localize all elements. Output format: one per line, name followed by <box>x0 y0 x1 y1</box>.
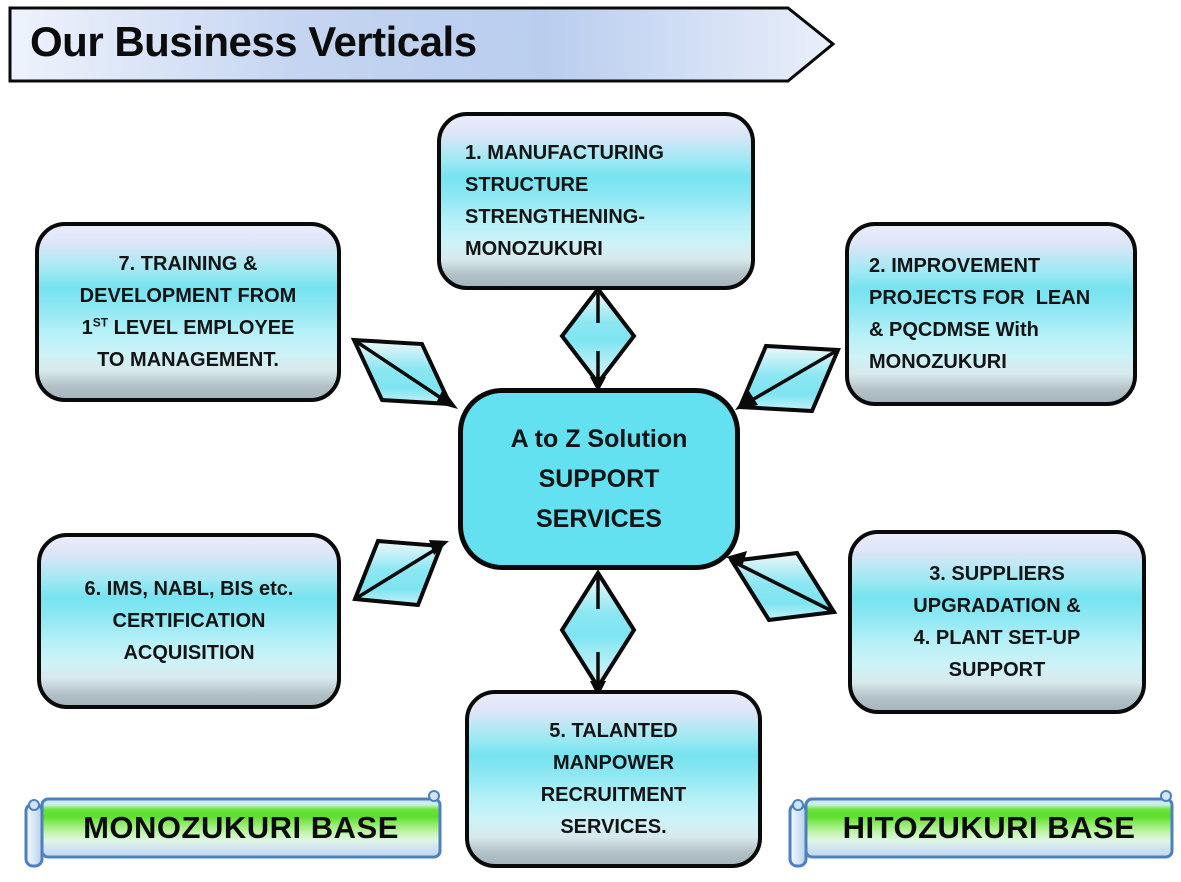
connector-bottom <box>559 569 637 697</box>
banner-monozukuri-label: MONOZUKURI BASE <box>83 810 399 845</box>
page-title: Our Business Verticals <box>30 18 477 65</box>
connector-bottom-right <box>726 550 838 623</box>
box-suppliers-plant-setup: 3. SUPPLIERS UPGRADATION & 4. PLANT SET-UP… <box>848 530 1146 714</box>
connector-top <box>559 285 637 392</box>
parallelogram-shape <box>728 550 838 623</box>
box-improvement-projects: 2. IMPROVEMENT PROJECTS FOR LEAN & PQCDMSE… <box>845 222 1137 406</box>
scroll-roll <box>788 802 808 868</box>
banner-hitozukuri-label: HITOZUKURI BASE <box>842 810 1136 845</box>
text-line: MANPOWER <box>552 752 675 774</box>
text-line: ACQUISITION <box>123 642 255 664</box>
connector-line <box>353 338 451 406</box>
text-line: PROJECTS FOR LEAN <box>869 287 1091 309</box>
scroll-roll <box>24 802 44 868</box>
text-line: 3. SUPPLIERS <box>929 563 1065 585</box>
text-line: 1. MANUFACTURING <box>465 142 664 164</box>
text-line: MONOZUKURI <box>465 238 603 260</box>
scroll-curl-icon <box>28 799 40 811</box>
text-line: STRENGTHENING- <box>465 206 645 228</box>
diamond-shape <box>559 569 637 691</box>
connector-top-right <box>735 343 841 414</box>
text-line: 7. TRAINING & <box>118 253 258 275</box>
text-line: SUPPORT <box>948 659 1046 681</box>
text-line: SERVICES. <box>560 816 667 838</box>
text-line: CERTIFICATION <box>112 610 266 632</box>
text-line: SERVICES <box>536 505 662 533</box>
text-line: 2. IMPROVEMENT <box>869 255 1041 277</box>
arrowhead-icon <box>429 540 449 555</box>
text-line: MONOZUKURI <box>869 351 1007 373</box>
text-line: 4. PLANT SET-UP <box>913 627 1081 649</box>
scroll-curl-icon <box>792 799 804 811</box>
text-line: DEVELOPMENT FROM <box>79 285 297 307</box>
connector-top-left <box>350 337 458 409</box>
parallelogram-shape <box>737 343 841 414</box>
text-line: UPGRADATION & <box>913 595 1081 617</box>
parallelogram-shape <box>352 538 444 608</box>
text-line: SUPPORT <box>538 465 660 493</box>
connector-line <box>731 559 835 614</box>
box-training-development: 7. TRAINING & DEVELOPMENT FROM 1ST LEVEL E… <box>35 222 341 402</box>
text-line: & PQCDMSE With <box>869 319 1039 341</box>
text-line: 6. IMS, NABL, BIS etc. <box>84 578 294 600</box>
box-manufacturing-structure: 1. MANUFACTURING STRUCTURE STRENGTHENING- M… <box>437 112 755 290</box>
text-line: TO MANAGEMENT. <box>97 349 279 371</box>
parallelogram-shape <box>350 337 454 407</box>
connector-bottom-left <box>352 538 449 608</box>
connector-line <box>354 544 442 601</box>
arrowhead-icon <box>436 389 458 409</box>
text-line: STRUCTURE <box>465 174 589 196</box>
text-line: 1ST LEVEL EMPLOYEE <box>81 315 295 339</box>
connector-line <box>739 348 839 409</box>
text-line: 5. TALANTED <box>549 720 678 742</box>
arrowhead-icon <box>735 391 758 410</box>
text-line: A to Z Solution <box>510 425 688 453</box>
diamond-shape <box>559 285 637 387</box>
box-talented-manpower: 5. TALANTED MANPOWER RECRUITMENT SERVICES. <box>465 690 762 868</box>
text-line: RECRUITMENT <box>540 784 687 806</box>
box-certification-acquisition: 6. IMS, NABL, BIS etc. CERTIFICATION ACQUI… <box>37 533 341 709</box>
